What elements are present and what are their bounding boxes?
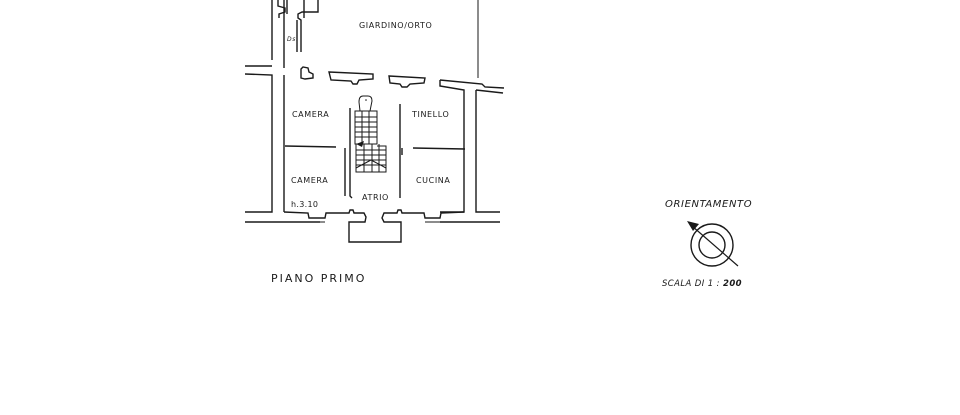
room-label-hall: ATRIO: [362, 193, 389, 202]
staircase: [354, 95, 387, 173]
room-label-bedroom-2: CAMERA: [291, 176, 328, 185]
ceiling-height-label: h.3.10: [291, 200, 318, 209]
scale-value: 200: [723, 279, 742, 289]
front-facade: [283, 209, 465, 243]
scale-prefix: SCALA DI 1 :: [662, 279, 720, 289]
scale-label: SCALA DI 1 : 200: [662, 279, 742, 289]
room-label-garden: GIARDINO/ORTO: [359, 21, 432, 30]
room-label-dining: TINELLO: [411, 110, 449, 119]
room-label-bedroom-1: CAMERA: [292, 110, 329, 119]
room-label-kitchen: CUCINA: [416, 176, 450, 185]
plan-title: PIANO PRIMO: [271, 272, 367, 285]
orientation-title: ORIENTAMENTO: [665, 199, 753, 210]
compass-north-arrow-icon: [687, 221, 739, 267]
interior-walls: [284, 104, 466, 199]
outer-walls: [244, 0, 505, 223]
room-label-storage: Ds.: [287, 36, 298, 43]
